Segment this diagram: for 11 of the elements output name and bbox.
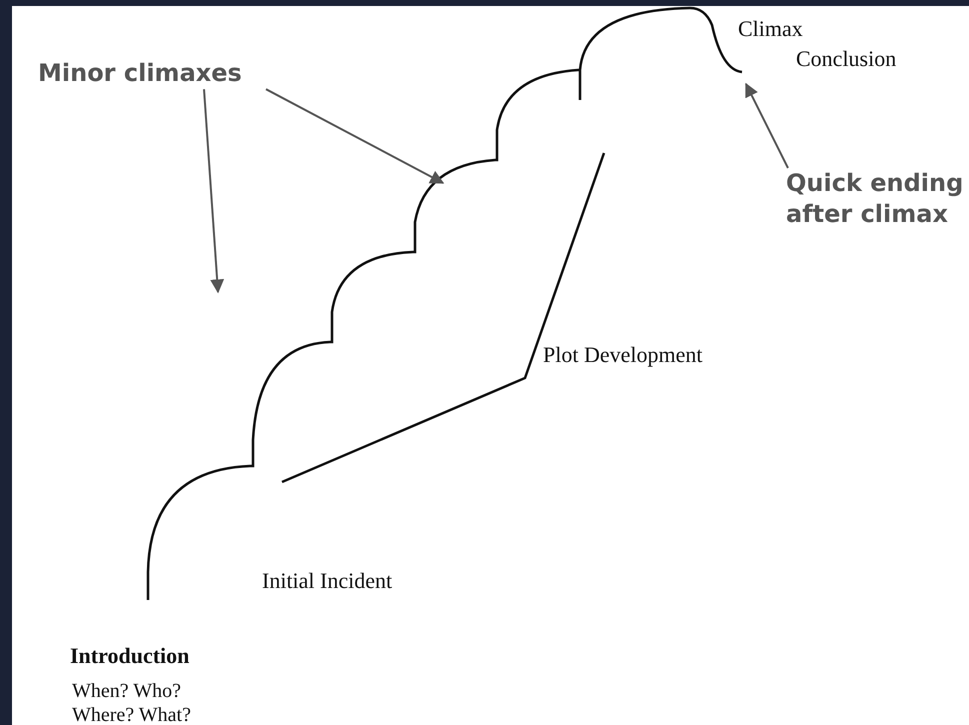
stage-label: Introduction [70, 643, 190, 670]
stage-label: Initial Incident [262, 568, 392, 594]
annotation-text: Quick ending after climax [786, 168, 966, 230]
arrow [203, 89, 224, 294]
arrow [266, 88, 444, 184]
question-text: When? Who? Where? What? [72, 679, 192, 725]
arrow [745, 82, 789, 168]
stage-label: Climax [738, 16, 803, 42]
annotation-text: Minor climaxes [38, 58, 268, 90]
stage-label: Plot Development [543, 342, 702, 368]
stage-label: Conclusion [796, 46, 896, 72]
